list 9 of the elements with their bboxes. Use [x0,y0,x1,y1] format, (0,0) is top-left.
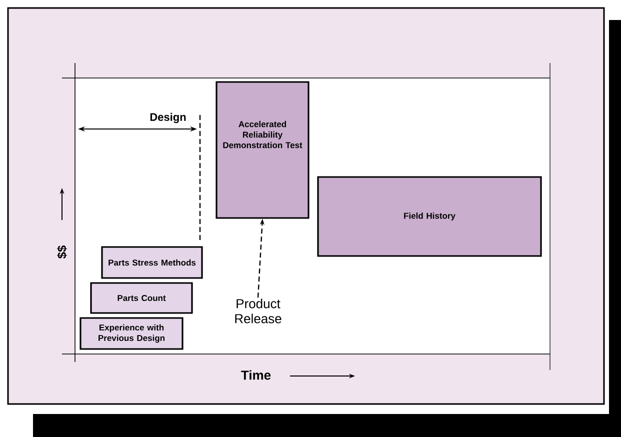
process-box: Experience with Previous Design [80,317,184,350]
axis-label: Time [241,370,271,380]
milestone-label: Product Release [235,298,282,324]
process-box: Parts Stress Methods [101,246,203,279]
axis-label: Design [150,112,186,124]
process-box: Field History [317,176,542,257]
process-box: Accelerated Reliability Demonstration Test [216,81,310,219]
process-box: Parts Count [90,282,193,314]
axis-label: $$ [57,246,67,259]
